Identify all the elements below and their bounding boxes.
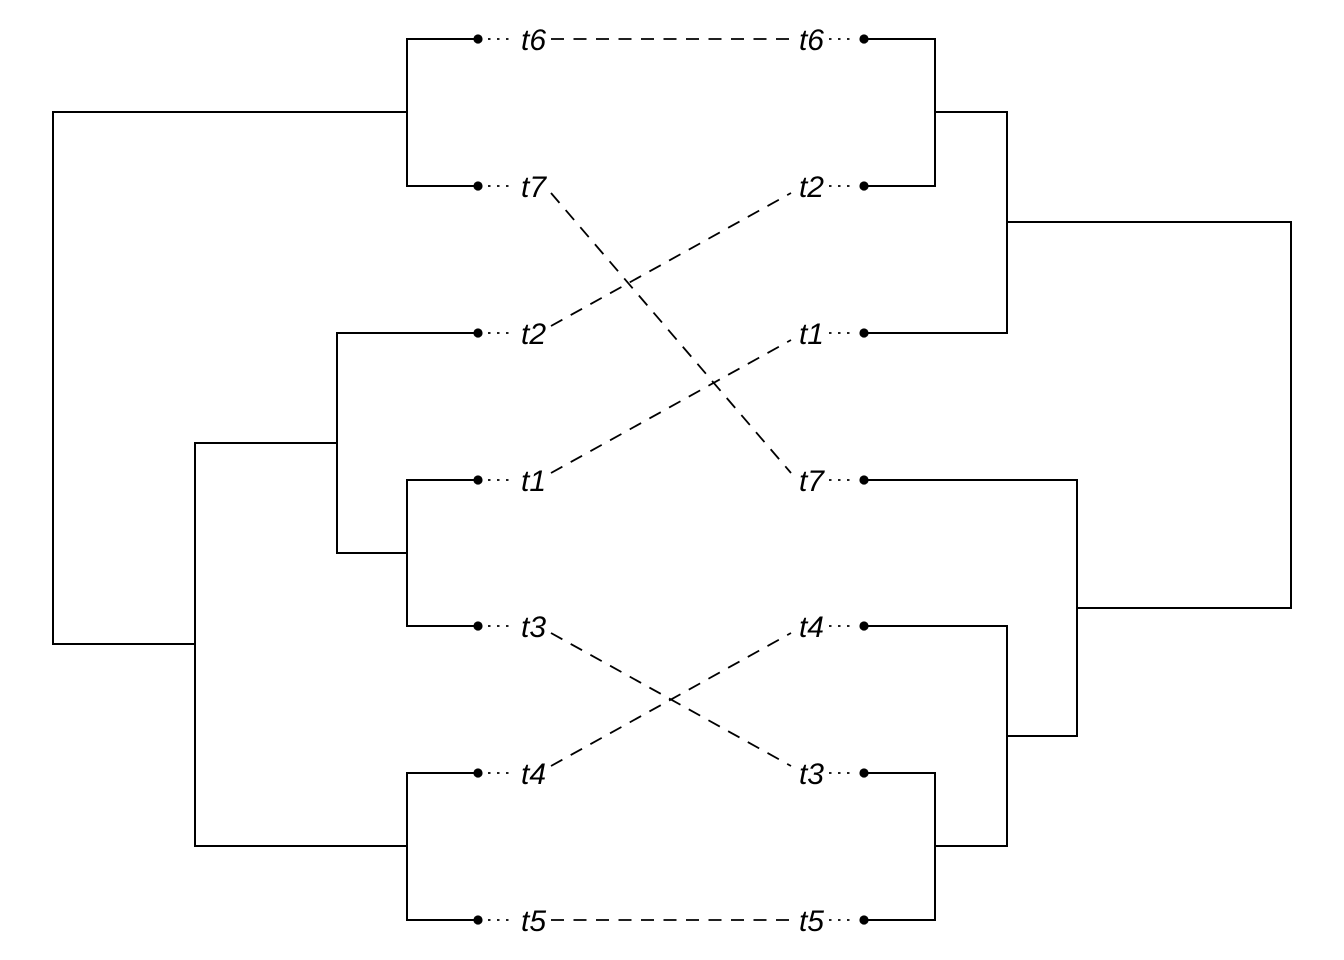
left-tip-label-t4: t4	[521, 758, 546, 791]
left-tip-dot-t7	[473, 181, 483, 191]
right-tip-label-t7: t7	[799, 465, 825, 498]
right-tip-dot-t1	[859, 328, 869, 338]
right-tip-dot-t5	[859, 915, 869, 925]
left-tip-label-t1: t1	[521, 465, 546, 498]
association-link-t1	[550, 339, 792, 474]
left-tip-dot-t3	[473, 621, 483, 631]
left-tip-dot-t6	[473, 34, 483, 44]
right-tip-dot-t4	[859, 621, 869, 631]
left-tip-label-t7: t7	[521, 171, 547, 204]
left-tip-dot-t5	[473, 915, 483, 925]
left-tip-label-t2: t2	[521, 318, 546, 351]
left-tip-dot-t1	[473, 475, 483, 485]
right-tip-label-t4: t4	[799, 611, 824, 644]
right-tip-dot-t7	[859, 475, 869, 485]
right-tip-dot-t6	[859, 34, 869, 44]
right-tip-label-t6: t6	[799, 24, 824, 57]
left-tip-dot-t4	[473, 768, 483, 778]
left-tip-label-t5: t5	[521, 905, 546, 938]
right-tip-dot-t3	[859, 768, 869, 778]
right-tip-label-t1: t1	[799, 318, 824, 351]
left-tip-dot-t2	[473, 328, 483, 338]
right-tip-dot-t2	[859, 181, 869, 191]
right-tip-label-t3: t3	[799, 758, 824, 791]
left-tip-label-t6: t6	[521, 24, 546, 57]
right-tip-label-t2: t2	[799, 171, 824, 204]
association-link-t2	[550, 192, 792, 327]
left-tip-label-t3: t3	[521, 611, 546, 644]
association-link-t7	[550, 192, 792, 474]
right-tip-label-t5: t5	[799, 905, 824, 938]
association-link-t4	[550, 632, 792, 767]
